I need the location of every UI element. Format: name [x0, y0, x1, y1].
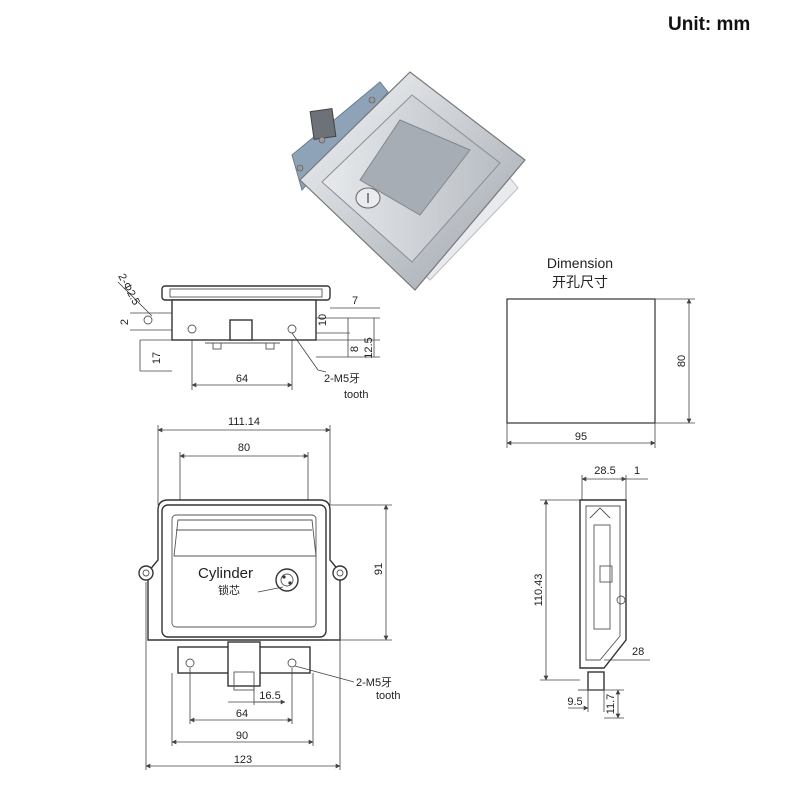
front-cylinder-label: Cylinder	[198, 565, 253, 582]
front-dim-bracket: 90	[236, 730, 248, 742]
side-dim-flange: 1	[634, 465, 640, 477]
side-dim-bolt: 9.5	[567, 696, 582, 708]
cutout-view: Dimension 开孔尺寸 80 95	[506, 255, 695, 448]
bolt-block	[309, 108, 337, 140]
side-dim-depth: 28.5	[594, 465, 615, 477]
front-dim-flange: 123	[234, 754, 252, 766]
top-hole-label: 2-Φ2.5	[115, 272, 141, 308]
side-view: 28.5 1 110.43 28 9.5 11.7	[533, 465, 650, 719]
top-view: 64 2 17 2-Φ2.5 7 10 8 12.5 2-M5牙 tooth	[115, 272, 380, 401]
side-dim-bolt-height: 11.7	[605, 694, 617, 715]
front-dim-height: 91	[373, 563, 385, 575]
side-dim-bottom: 28	[632, 646, 644, 658]
top-dim-10: 10	[317, 314, 329, 326]
front-thread-sub: tooth	[376, 690, 400, 702]
top-dim-12-5: 12.5	[363, 337, 375, 358]
cutout-title-cn: 开孔尺寸	[552, 274, 608, 290]
rivet-icon	[368, 96, 376, 104]
top-dim-7: 7	[352, 295, 358, 307]
front-view: 111.14 80 Cylinder 锁芯 91	[138, 416, 400, 770]
front-dim-bolt: 16.5	[259, 690, 280, 702]
top-dim-64: 64	[236, 373, 248, 385]
front-dim-handle: 80	[238, 442, 250, 454]
rivet-icon	[296, 164, 304, 172]
product-photo	[291, 71, 526, 291]
top-dim-2: 2	[119, 319, 131, 325]
handle-recess	[359, 119, 471, 216]
front-dim-holes: 64	[236, 708, 248, 720]
cutout-rect	[506, 298, 656, 424]
side-dim-height: 110.43	[533, 574, 545, 607]
mount-bracket	[291, 81, 389, 192]
front-thread-label: 2-M5牙	[356, 677, 392, 689]
rivet-icon	[318, 136, 326, 144]
top-thread-label: 2-M5牙	[324, 373, 360, 385]
cutout-height: 80	[676, 355, 688, 367]
top-dim-17: 17	[151, 352, 163, 364]
cutout-width: 95	[575, 431, 587, 443]
top-thread-sub: tooth	[344, 389, 368, 401]
unit-label: Unit: mm	[668, 14, 751, 35]
cutout-title-en: Dimension	[547, 255, 613, 271]
front-dim-overall: 111.14	[228, 416, 260, 428]
front-cylinder-cn: 锁芯	[218, 583, 240, 597]
top-dim-8: 8	[349, 346, 361, 352]
